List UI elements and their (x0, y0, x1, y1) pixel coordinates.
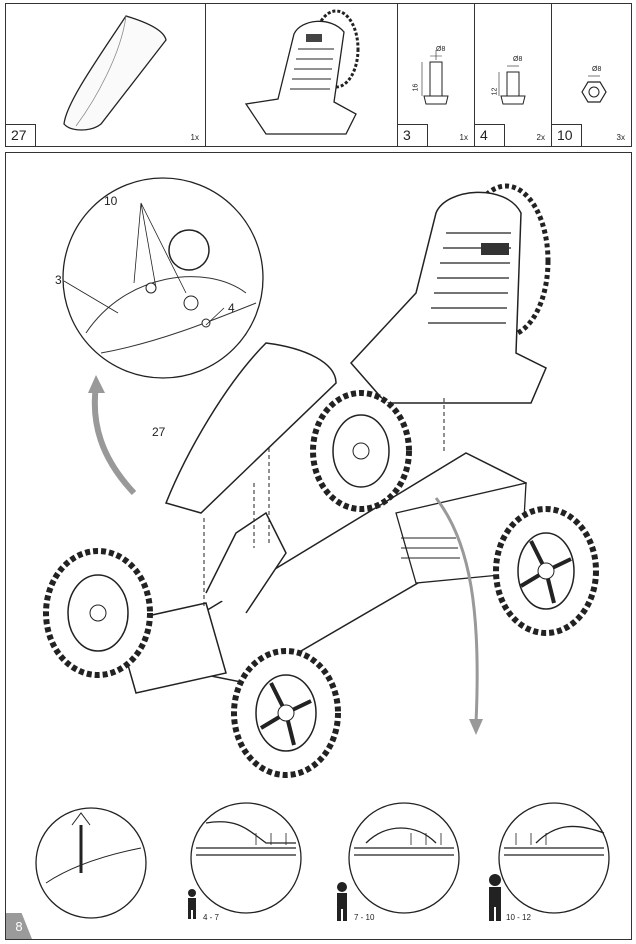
child-size-icon-small (188, 889, 196, 919)
bolt-icon (421, 50, 449, 105)
step-position-circle-2 (348, 802, 460, 914)
rear-left-wheel (310, 390, 412, 512)
step-position-circle-1 (190, 802, 302, 914)
callout-27: 27 (152, 425, 166, 439)
part-cell-seat (206, 4, 398, 146)
rear-right-wheel (493, 506, 599, 636)
part-cell-27: 27 1x (6, 4, 206, 146)
age-label: 4 - 7 (203, 913, 220, 922)
part-number: 27 (6, 124, 36, 146)
part-qty: 3x (616, 133, 625, 142)
child-size-icon-large (489, 874, 501, 921)
callout-10: 10 (104, 194, 118, 208)
seat-icon (244, 9, 360, 135)
step-screw-circle (35, 807, 147, 919)
dimension-label: 12 (491, 87, 499, 96)
seat (349, 191, 547, 404)
step-position-circle-3 (498, 802, 610, 914)
part-number: 10 (552, 124, 582, 146)
nut-icon (581, 75, 607, 103)
assembly-illustration: 10 3 4 27 4 - 7 7 - 10 10 - 12 8 (5, 152, 632, 940)
parts-table: 27 1x Ø8 16 3 1x Ø8 12 4 2x (5, 3, 632, 147)
age-label: 10 - 12 (506, 913, 531, 922)
part-number: 3 (398, 124, 428, 146)
part-cell-10: Ø8 10 3x (552, 4, 631, 146)
part-qty: 1x (459, 133, 468, 142)
detail-zoom-circle (62, 177, 264, 379)
seat-cushion-icon (63, 15, 167, 131)
seat-cushion (164, 342, 337, 514)
dimension-label: Ø8 (592, 66, 602, 73)
part-qty: 2x (536, 133, 545, 142)
front-left-wheel (43, 548, 153, 678)
age-label: 7 - 10 (354, 913, 375, 922)
part-number: 4 (475, 124, 505, 146)
child-size-icon-medium (337, 882, 347, 921)
callout-3: 3 (55, 273, 62, 287)
part-qty: 1x (190, 133, 199, 142)
part-cell-4: Ø8 12 4 2x (475, 4, 552, 146)
dimension-label: Ø8 (513, 56, 523, 63)
go-kart-drawing (35, 177, 610, 921)
part-cell-3: Ø8 16 3 1x (398, 4, 475, 146)
dimension-label: 16 (412, 83, 420, 92)
bolt-icon (498, 65, 526, 105)
callout-4: 4 (228, 301, 235, 315)
front-right-wheel (231, 648, 341, 778)
dimension-label: Ø8 (436, 46, 446, 53)
